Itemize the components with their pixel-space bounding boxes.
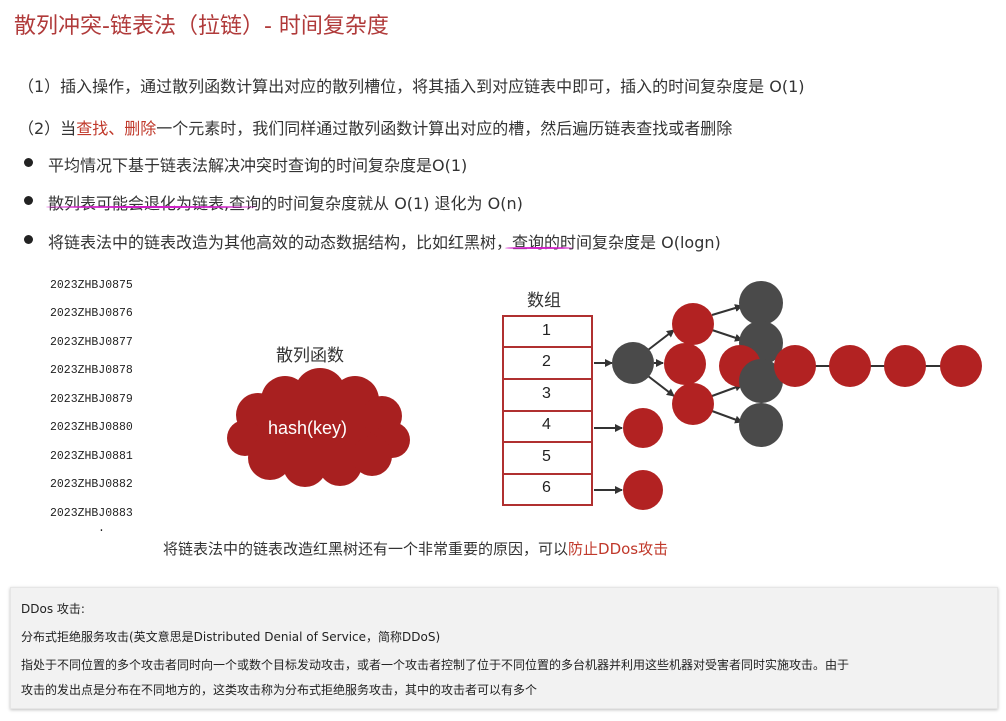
dark-node	[739, 359, 783, 403]
bullet-dot	[24, 196, 33, 205]
hash-cloud	[227, 368, 410, 487]
key-item: 2023ZHBJ0881	[50, 450, 133, 463]
key-ellipsis: .	[98, 522, 105, 535]
red-node	[623, 408, 663, 448]
edge	[711, 304, 743, 316]
key-item: 2023ZHBJ0883	[50, 507, 133, 520]
edge	[647, 329, 675, 351]
bullet-degrade: 散列表可能会退化为链表,查询的时间复杂度就从 O(1) 退化为 O(n)	[48, 190, 523, 214]
slot-1: 1	[542, 322, 551, 339]
red-node	[664, 343, 706, 385]
edge	[711, 383, 743, 397]
dark-node	[739, 403, 783, 447]
para2-prefix: （2）当	[18, 119, 77, 138]
edge	[711, 329, 743, 342]
ddos-note-box: DDos 攻击: 分布式拒绝服务攻击(英文意思是Distributed Deni…	[10, 587, 998, 709]
dark-node	[739, 281, 783, 325]
slot-box-5	[502, 441, 593, 475]
para2-sep: 、	[108, 119, 125, 138]
emphasis-underline	[505, 247, 573, 249]
hash-function-label: 散列函数	[276, 346, 344, 366]
bullet-degrade-emph: 散列表可能会退化为链表	[48, 194, 225, 213]
caption-text: 将链表法中的链表改造红黑树还有一个非常重要的原因，可以	[163, 540, 569, 558]
para2-find: 查找	[76, 119, 109, 138]
key-item: 2023ZHBJ0877	[50, 336, 133, 349]
caption-highlight: 防止DDos攻击	[568, 540, 669, 558]
key-item: 2023ZHBJ0880	[50, 421, 133, 434]
dark-node	[612, 342, 654, 384]
slot-4: 4	[542, 416, 551, 433]
key-item: 2023ZHBJ0882	[50, 478, 133, 491]
diagram-caption: 将链表法中的链表改造红黑树还有一个非常重要的原因，可以防止DDos攻击	[163, 538, 668, 559]
slot-box-3	[502, 378, 593, 412]
key-item: 2023ZHBJ0878	[50, 364, 133, 377]
bullet-average: 平均情况下基于链表法解决冲突时查询的时间复杂度是O(1)	[48, 156, 468, 175]
red-node	[672, 303, 714, 345]
note-line-2: 指处于不同位置的多个攻击者同时向一个或数个目标发动攻击，或者一个攻击者控制了位于…	[21, 658, 850, 672]
note-line-1: 分布式拒绝服务攻击(英文意思是Distributed Denial of Ser…	[21, 630, 441, 644]
note-title: DDos 攻击:	[21, 602, 85, 616]
edge	[711, 410, 743, 424]
array-label: 数组	[527, 291, 561, 311]
slot-3: 3	[542, 385, 551, 402]
paragraph-find-delete: （2）当查找、删除一个元素时，我们同样通过散列函数计算出对应的槽，然后遍历链表查…	[18, 115, 732, 139]
slot-arrows	[594, 359, 623, 494]
slot-6: 6	[542, 479, 551, 496]
slot-2: 2	[542, 353, 551, 370]
red-node	[829, 345, 871, 387]
page-title: 散列冲突-链表法（拉链）- 时间复杂度	[14, 14, 389, 39]
bullet-rbtree-pre: 将链表法中的链表改造为其他高效的动态数据结构，	[48, 233, 417, 252]
slot-5: 5	[542, 448, 551, 465]
note-line-3: 攻击的发出点是分布在不同地方的，这类攻击称为分布式拒绝服务攻击，其中的攻击者可以…	[21, 683, 538, 697]
key-item: 2023ZHBJ0876	[50, 307, 133, 320]
paragraph-insert: （1）插入操作，通过散列函数计算出对应的散列槽位，将其插入到对应链表中即可，插入…	[18, 77, 805, 96]
key-item: 2023ZHBJ0879	[50, 393, 133, 406]
array-slots	[502, 315, 593, 506]
key-item: 2023ZHBJ0875	[50, 279, 133, 292]
para2-delete: 删除	[124, 119, 157, 138]
red-node	[672, 383, 714, 425]
slot-box-2	[502, 346, 593, 380]
red-node	[884, 345, 926, 387]
bullet-rbtree: 将链表法中的链表改造为其他高效的动态数据结构，比如红黑树，查询的时间复杂度是 O…	[48, 229, 721, 253]
list-nodes	[612, 281, 982, 510]
bullet-dot	[24, 158, 33, 167]
red-node	[940, 345, 982, 387]
emphasis-underline	[46, 206, 256, 208]
edge	[647, 375, 675, 397]
hash-cloud-text: hash(key)	[268, 418, 348, 438]
para2-suffix: 一个元素时，我们同样通过散列函数计算出对应的槽，然后遍历链表查找或者删除	[156, 119, 733, 138]
red-node	[623, 470, 663, 510]
red-node	[774, 345, 816, 387]
slot-box-6	[502, 473, 593, 506]
bullet-dot	[24, 235, 33, 244]
bullet-degrade-rest: ,查询的时间复杂度就从 O(1) 退化为 O(n)	[224, 194, 523, 213]
bullet-rbtree-emph: 比如红黑树	[416, 233, 497, 252]
